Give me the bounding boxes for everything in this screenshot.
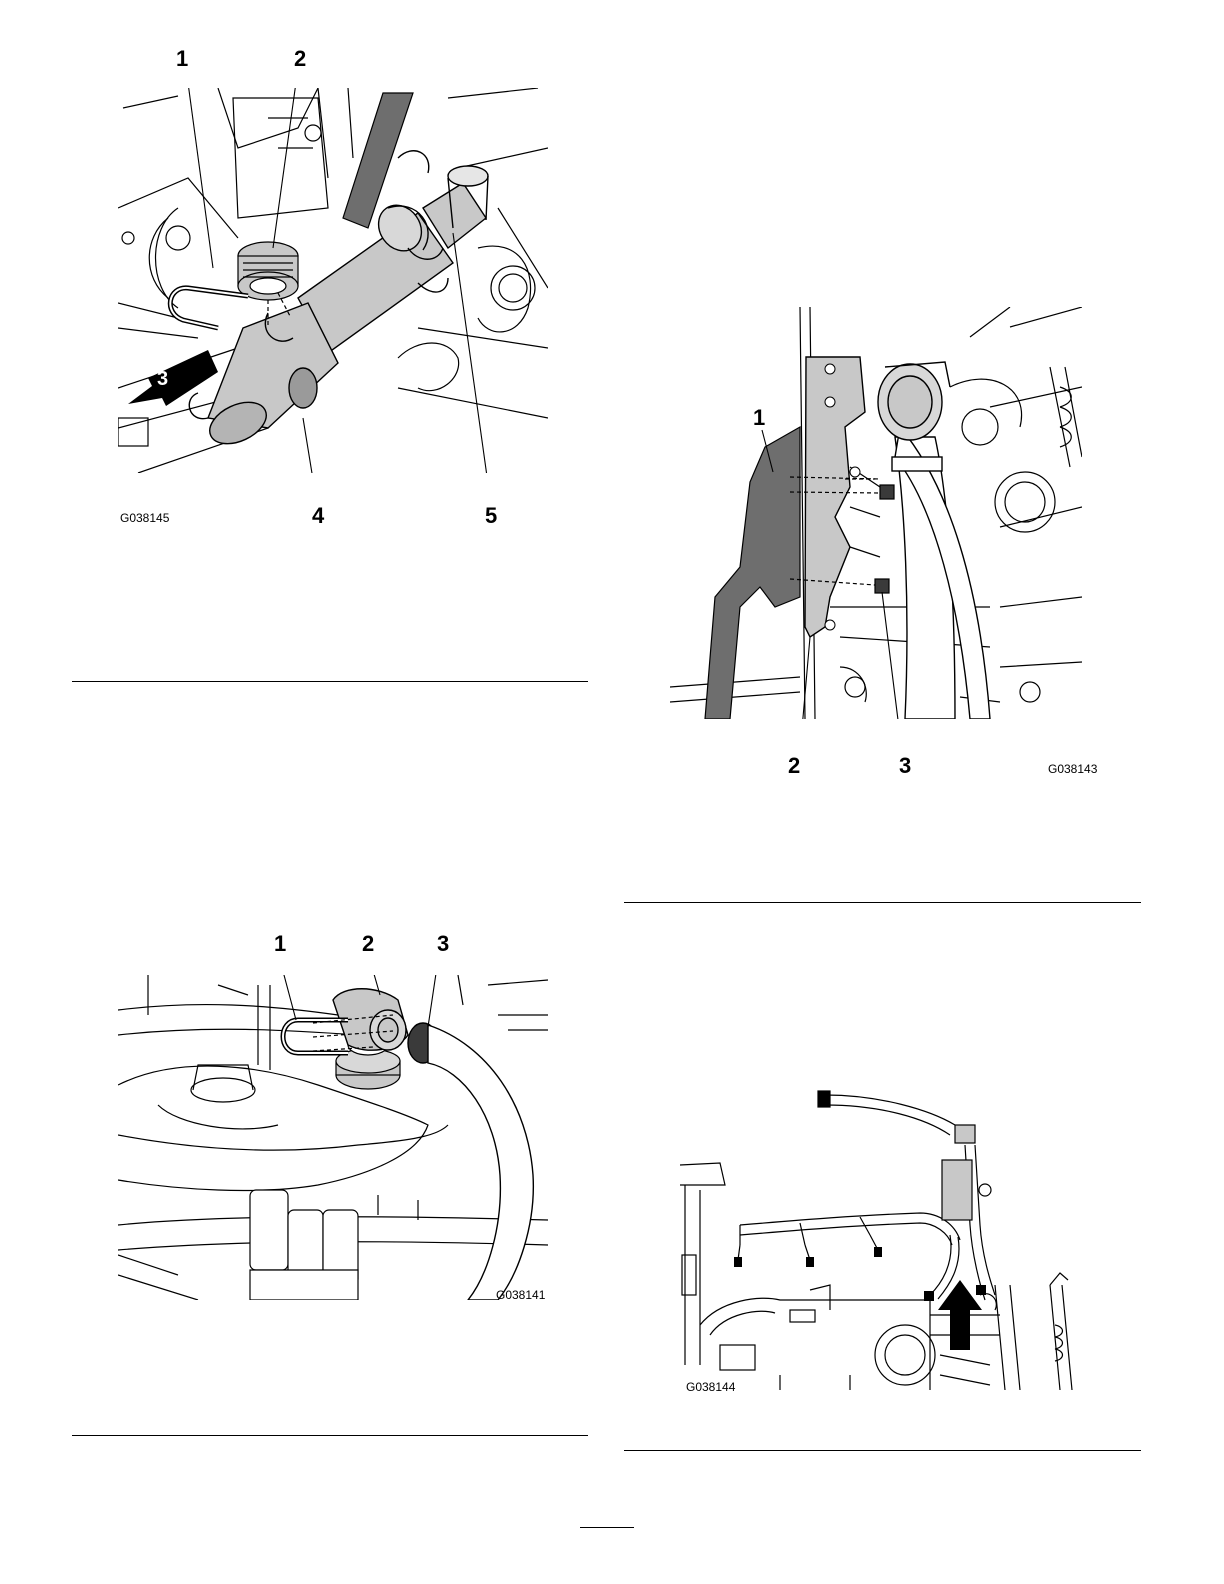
fig2-callout-2: 2 bbox=[362, 933, 374, 955]
direction-arrow-icon bbox=[128, 350, 218, 406]
fig1-callout-4: 4 bbox=[312, 505, 324, 527]
divider-left-1 bbox=[72, 681, 588, 682]
fig1-callout-5: 5 bbox=[485, 505, 497, 527]
fig3-callout-2: 2 bbox=[788, 755, 800, 777]
divider-right-1 bbox=[624, 902, 1141, 903]
fig3-callout-3: 3 bbox=[899, 755, 911, 777]
leader-3 bbox=[882, 592, 902, 719]
divider-left-2 bbox=[72, 1435, 588, 1436]
fig4-code: G038144 bbox=[686, 1381, 735, 1393]
figure-4-illustration bbox=[680, 1085, 1085, 1390]
fig2-callout-3: 3 bbox=[437, 933, 449, 955]
fig1-callout-2: 2 bbox=[294, 48, 306, 70]
divider-right-2 bbox=[624, 1450, 1141, 1451]
figure-3 bbox=[670, 307, 1082, 719]
figure-4 bbox=[680, 1085, 1085, 1390]
leader-5 bbox=[453, 233, 490, 473]
leader-2 bbox=[273, 88, 298, 248]
fig1-code: G038145 bbox=[120, 512, 169, 524]
leader-1 bbox=[280, 975, 296, 1020]
fig3-code: G038143 bbox=[1048, 763, 1097, 775]
fig1-callout-3: 3 bbox=[157, 368, 168, 391]
fig3-callout-1: 1 bbox=[753, 407, 765, 429]
fig2-code: G038141 bbox=[496, 1289, 545, 1301]
leader-4 bbox=[303, 418, 316, 473]
figure-1-illustration bbox=[118, 88, 548, 473]
figure-1 bbox=[118, 88, 548, 473]
leader-3 bbox=[428, 975, 438, 1027]
figure-2 bbox=[118, 975, 548, 1300]
page-footer-rule bbox=[580, 1527, 634, 1528]
fig1-callout-1: 1 bbox=[176, 48, 188, 70]
figure-3-illustration bbox=[670, 307, 1082, 719]
fig2-callout-1: 1 bbox=[274, 933, 286, 955]
figure-2-illustration bbox=[118, 975, 548, 1300]
